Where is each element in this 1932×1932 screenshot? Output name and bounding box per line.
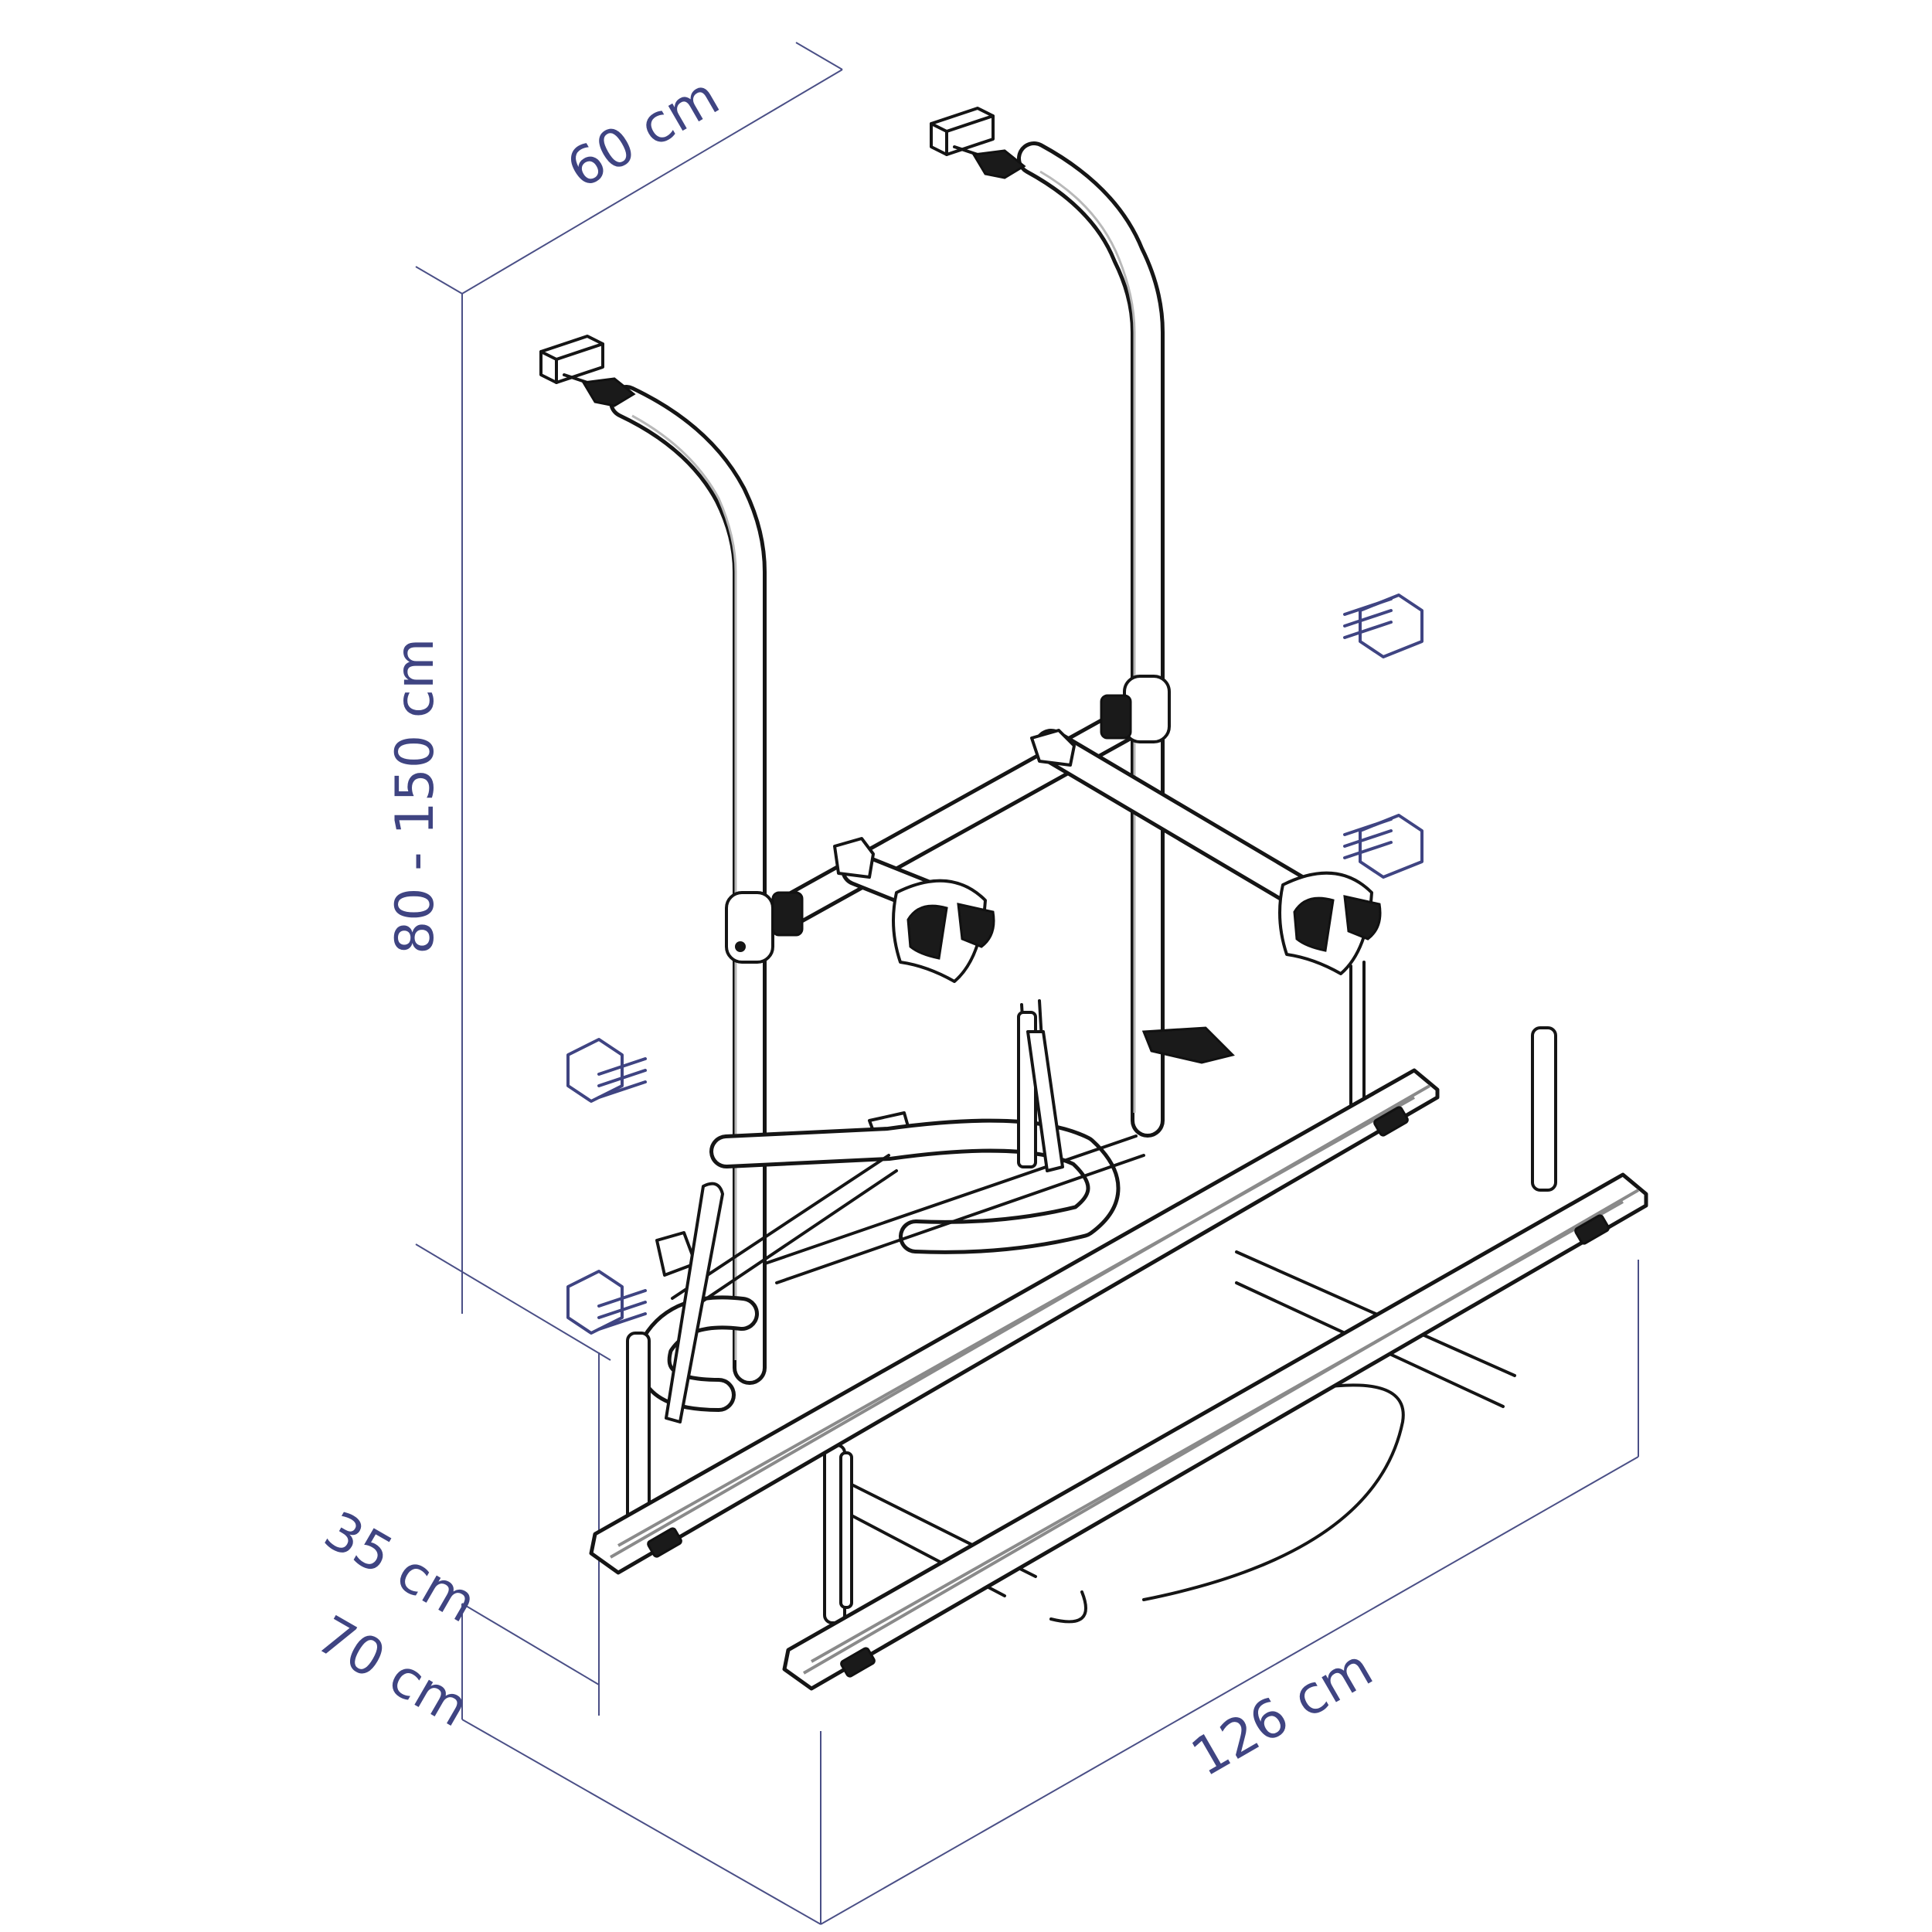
clamp-icon — [566, 1038, 647, 1103]
clamp-icon — [1343, 814, 1423, 879]
rail-uprights — [626, 1011, 1557, 1624]
depth-label: 60 cm — [557, 66, 730, 200]
wheel-holder-left — [892, 879, 995, 983]
lower-frame — [637, 1118, 1516, 1624]
front-rail-upper — [589, 1068, 1440, 1575]
wall-mount-right — [930, 107, 1026, 179]
height-label: 80 - 150 cm — [385, 638, 446, 954]
rear-frame — [609, 141, 1323, 1385]
clamp-icon — [566, 1270, 647, 1335]
front-rail-lower — [782, 1172, 1648, 1691]
wheel-holder-right — [1278, 871, 1382, 975]
dimension-lines — [415, 42, 1639, 1925]
frame-joints — [725, 675, 1171, 964]
clamp-icon — [1343, 594, 1423, 658]
wall-mount-left — [539, 335, 636, 407]
